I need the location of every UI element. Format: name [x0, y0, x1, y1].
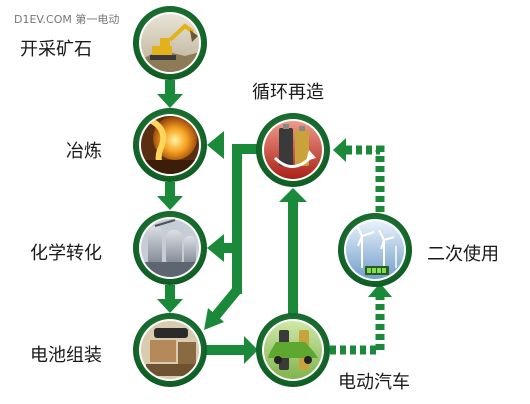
- node-ev: [256, 313, 330, 387]
- label-second-use: 二次使用: [427, 244, 499, 265]
- recycle-battery-icon: [273, 124, 316, 168]
- node-recycling: [256, 113, 330, 187]
- node-smelting: [133, 108, 207, 182]
- node-assembly: [133, 313, 207, 387]
- watermark: D1EV.COM 第一电动: [14, 13, 120, 26]
- arrow-second-use-to-recycling-dashed: [333, 138, 385, 212]
- arrow-chemical-to-assembly: [157, 285, 183, 313]
- arrow-recycling-feedback: [204, 131, 257, 330]
- label-mining: 开采矿石: [20, 39, 92, 60]
- label-ev: 电动汽车: [338, 372, 410, 393]
- arrow-mining-to-smelting: [157, 80, 183, 108]
- node-chemical: [133, 211, 207, 285]
- electric-car-icon: [268, 330, 318, 370]
- label-recycling: 循环再造: [252, 82, 324, 103]
- battery-level-icon: [365, 266, 389, 275]
- node-second-use: [338, 213, 412, 287]
- label-assembly: 电池组装: [30, 345, 102, 366]
- wind-turbine-icon: [355, 223, 397, 268]
- arrow-ev-to-recycling: [279, 188, 307, 314]
- arrow-ev-to-second-use-dashed: [330, 283, 392, 355]
- battery-pack-icon: [146, 328, 196, 376]
- chemical-tank-icon: [141, 219, 199, 277]
- flow-arrows: [157, 80, 392, 364]
- node-mining: [133, 6, 207, 80]
- label-smelting: 冶炼: [66, 141, 102, 162]
- arrow-assembly-to-ev: [205, 336, 258, 364]
- label-chemical: 化学转化: [30, 243, 102, 264]
- excavator-icon: [150, 23, 198, 60]
- arrow-smelting-to-chemical: [157, 182, 183, 210]
